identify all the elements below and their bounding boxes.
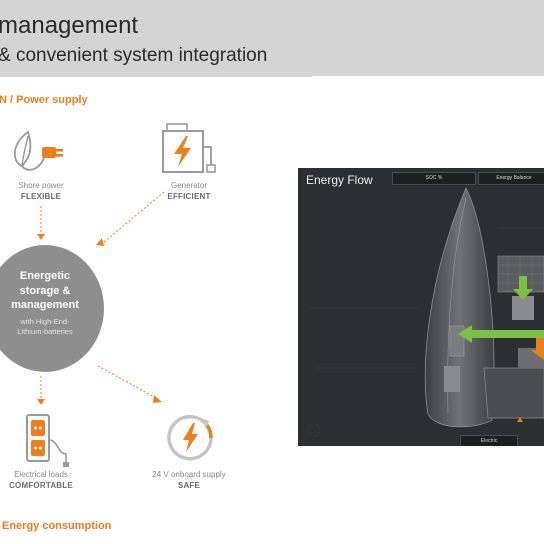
page-subtitle: & convenient system integration xyxy=(0,45,268,66)
tab-electric[interactable]: Electric xyxy=(460,435,518,446)
electrical-loads-caption: Electrical loads xyxy=(14,470,68,479)
electrical-loads-tag: COMFORTABLE xyxy=(9,481,73,490)
energy-consumption-label: Energy consumption xyxy=(2,520,112,532)
onboard-supply-icon xyxy=(167,415,213,461)
storage-subtitle: with High-End- Lithium-batteries xyxy=(0,317,104,337)
energy-flow-screen: Energy Flow SOC % Energy Balance xyxy=(298,168,544,446)
electrical-loads-node: Electrical loads COMFORTABLE xyxy=(0,469,86,491)
power-supply-label: N / Power supply xyxy=(0,94,88,106)
header-divider xyxy=(312,76,544,78)
generator-icon xyxy=(162,123,216,173)
shore-power-tag: FLEXIBLE xyxy=(20,192,62,201)
onboard-supply-node: 24 V onboard supply SAFE xyxy=(144,469,234,491)
energy-flow-title: Energy Flow xyxy=(306,173,373,187)
tab-energy-balance[interactable]: Energy Balance xyxy=(478,172,544,185)
storage-circle xyxy=(0,245,104,372)
generator-tag: EFFICIENT xyxy=(167,192,211,201)
onboard-supply-tag: SAFE xyxy=(177,481,201,490)
header-band: management & convenient system integrati… xyxy=(0,0,544,77)
storage-sub-1: with High-End- xyxy=(20,317,70,326)
storage-sub-2: Lithium-batteries xyxy=(17,327,73,336)
shore-power-node: Shore power FLEXIBLE xyxy=(0,180,86,202)
generator-node: Generator EFFICIENT xyxy=(144,180,234,202)
storage-title: Energetic storage & management xyxy=(0,269,104,313)
generator-caption: Generator xyxy=(170,181,208,190)
storage-line-2: storage & xyxy=(19,284,71,297)
tab-soc[interactable]: SOC % xyxy=(392,172,476,185)
onboard-supply-caption: 24 V onboard supply xyxy=(152,470,226,479)
storage-line-1: Energetic xyxy=(19,270,71,282)
electrical-loads-icon xyxy=(26,414,69,467)
shore-power-icon xyxy=(13,130,63,171)
page-title: management xyxy=(0,12,139,39)
shore-power-caption: Shore power xyxy=(18,181,64,190)
boat-diagram xyxy=(307,187,544,437)
storage-line-3: management xyxy=(11,299,79,311)
